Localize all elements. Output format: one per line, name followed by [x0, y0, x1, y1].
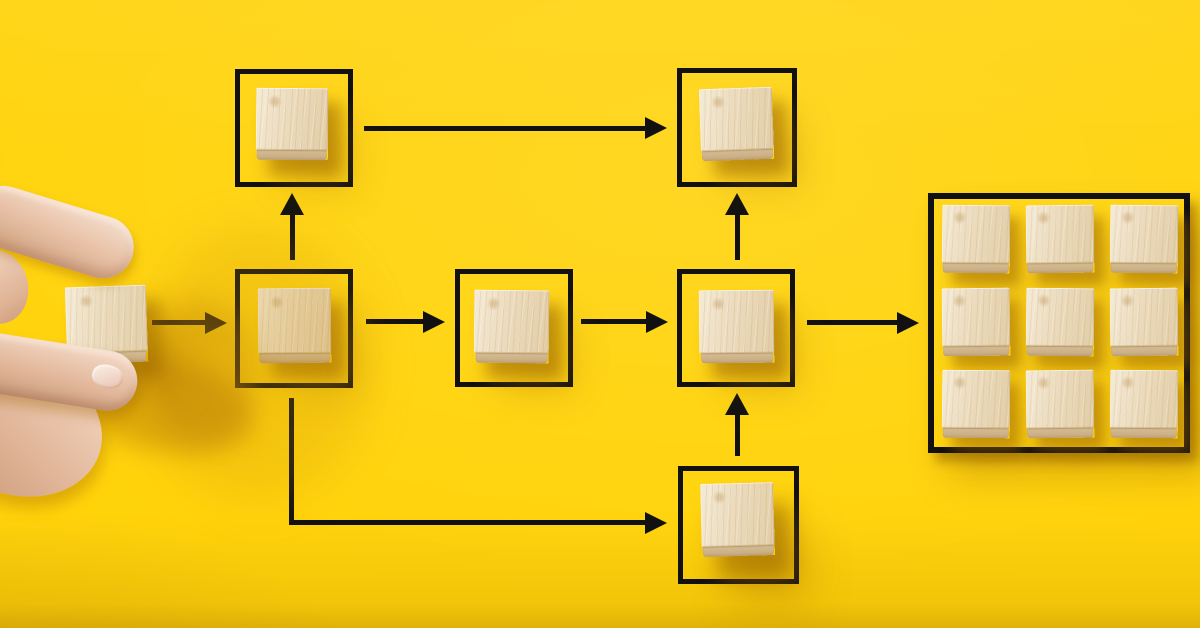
cube-top-face [255, 87, 329, 151]
cube-side-face [703, 544, 774, 557]
arrow-line [289, 398, 294, 525]
arrowhead-up-icon [725, 393, 749, 415]
arrow-line [289, 520, 645, 525]
arrowhead-right-icon [423, 311, 445, 333]
wooden-cube-grid-item [1109, 204, 1179, 274]
wooden-cube-node-e [698, 86, 774, 162]
wooden-cube-node-b [257, 287, 332, 364]
arrow-line [290, 214, 295, 260]
cube-side-face [257, 149, 327, 161]
arrow-line [735, 214, 740, 260]
cube-side-face [700, 352, 773, 364]
cube-top-face [1109, 204, 1179, 264]
wooden-cube-grid-item [1109, 287, 1179, 356]
cube-side-face [1027, 428, 1093, 439]
cube-top-face [1025, 287, 1095, 347]
cube-side-face [1111, 345, 1177, 356]
cube-top-face [700, 482, 775, 547]
arrow-line [807, 320, 898, 325]
frame-node-e [677, 68, 797, 187]
frame-node-a [235, 69, 353, 187]
cube-top-face [1109, 287, 1179, 347]
cube-side-face [1111, 428, 1177, 439]
cube-side-face [1111, 263, 1177, 274]
cube-side-face [259, 352, 330, 364]
cube-side-face [943, 345, 1009, 356]
frame-node-grid [928, 193, 1190, 453]
wooden-cube-grid-item [941, 287, 1011, 356]
cube-side-face [943, 263, 1009, 274]
frame-node-b [235, 269, 353, 388]
cube-top-face [473, 289, 550, 354]
wooden-cube-grid-item [1109, 369, 1179, 439]
arrow-line [581, 319, 647, 324]
wooden-cube-node-d [698, 289, 775, 364]
arrowhead-up-icon [280, 193, 304, 215]
arrow-line [735, 414, 740, 456]
wooden-cube-grid-item [1025, 369, 1095, 439]
arrowhead-right-icon [205, 312, 227, 334]
cube-side-face [475, 352, 548, 364]
arrowhead-up-icon [725, 193, 749, 215]
arrow-line [366, 319, 424, 324]
arrowhead-right-icon [646, 311, 668, 333]
frame-node-c [455, 269, 573, 387]
cube-top-face [1109, 369, 1179, 429]
wooden-cube-grid-item [1025, 287, 1095, 356]
cube-top-face [941, 287, 1011, 347]
arrow-line [364, 126, 646, 131]
cube-top-face [257, 287, 332, 353]
cube-top-face [941, 204, 1011, 264]
cube-side-face [1027, 263, 1093, 274]
cube-top-face [698, 86, 774, 152]
wooden-cube-grid-item [941, 369, 1011, 439]
wooden-cube-grid-item [941, 204, 1011, 274]
arrow-line [152, 320, 206, 325]
cube-top-face [941, 369, 1011, 429]
cube-top-face [1025, 369, 1095, 429]
wooden-cube-node-c [473, 289, 550, 364]
frame-node-d [677, 269, 795, 387]
cube-side-face [1027, 345, 1093, 356]
arrowhead-right-icon [645, 117, 667, 139]
cube-top-face [1025, 204, 1095, 264]
wooden-cube-node-a [255, 87, 329, 161]
wooden-cube-node-f [700, 482, 775, 557]
wooden-cube-grid-item [1025, 204, 1095, 274]
arrowhead-right-icon [645, 512, 667, 534]
cube-top-face [698, 289, 775, 354]
arrowhead-right-icon [897, 312, 919, 334]
cube-side-face [943, 428, 1009, 439]
frame-node-f [678, 466, 799, 584]
